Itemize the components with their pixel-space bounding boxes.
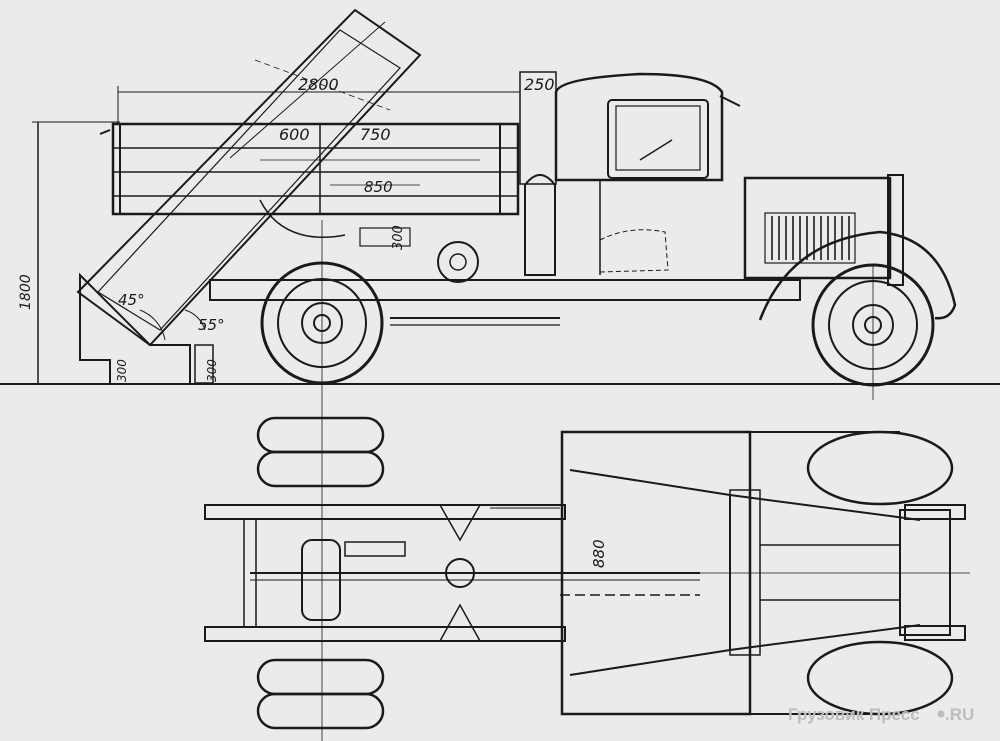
- chassis-frame: [209, 227, 801, 326]
- bed-width-detail-label: 850: [364, 178, 393, 196]
- plan-cab-and-front: 880: [560, 430, 970, 716]
- tip-angle-label: 45°: [118, 291, 145, 309]
- tipping-clearance-label: 600: [279, 125, 310, 144]
- engine-hood: [743, 174, 957, 321]
- front-overhang-label: 250: [524, 75, 555, 94]
- departure-angle-label: 55°: [198, 316, 225, 334]
- watermark-suffix: .RU: [945, 705, 974, 724]
- bed-height-label: 300: [391, 225, 406, 250]
- overall-height-label: 1800: [18, 274, 34, 310]
- dump-bed: [99, 86, 520, 239]
- side-view-dimensions: 2800 250 600 750 850 300 45° 55° 300 300: [115, 75, 555, 382]
- watermark-dot-icon: [937, 710, 945, 718]
- bed-length-label: 2800: [298, 75, 339, 94]
- plan-rear-tyres: [256, 416, 385, 730]
- bed-offset-label: 750: [360, 125, 391, 144]
- height-dimension: 1800: [18, 121, 120, 384]
- rear-clearance-left-label: 300: [115, 359, 129, 382]
- plan-frame: [204, 504, 700, 642]
- watermark-text: Грузовик Пресс: [788, 705, 920, 724]
- frame-width-label: 880: [590, 539, 608, 568]
- truck-cab: [519, 71, 741, 276]
- front-wheel: [811, 263, 935, 400]
- rear-clearance-right-label: 300: [205, 359, 219, 382]
- rear-wheel: [260, 220, 384, 741]
- publisher-watermark: Грузовик Пресс .RU: [788, 705, 974, 724]
- tipped-dump-body: [76, 8, 422, 385]
